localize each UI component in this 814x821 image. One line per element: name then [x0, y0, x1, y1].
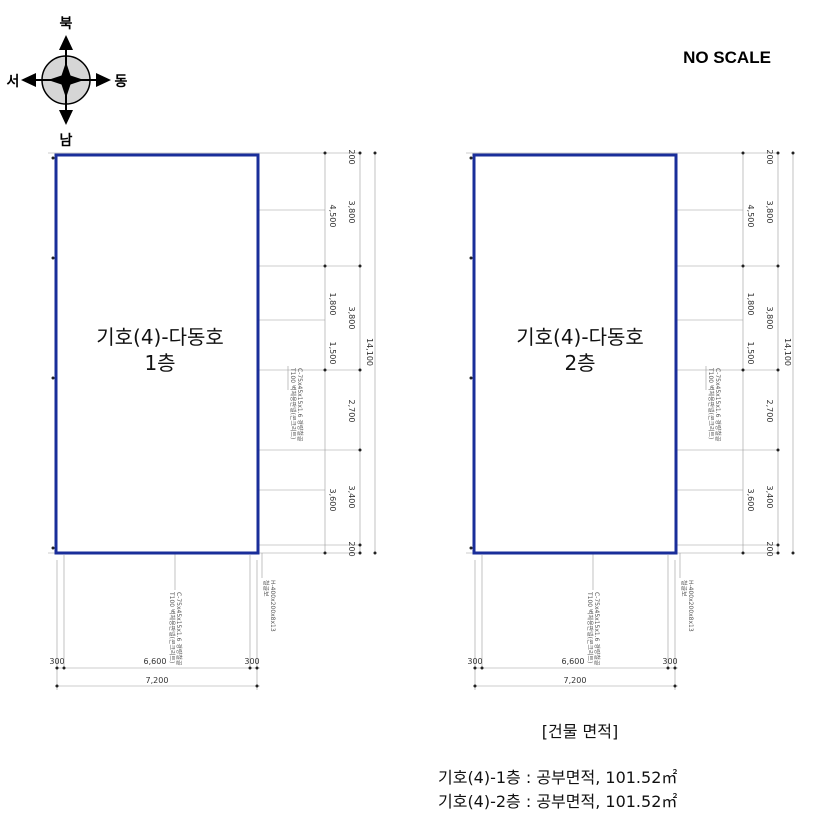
building-area-row-1f: 기호(4)-1층 : 공부면적, 101.52㎡ [438, 768, 677, 787]
plan-2-ticks [469, 151, 795, 688]
dim-label: 200 [765, 541, 774, 556]
material-note: T100 벽체용판넬(콘크리트) [707, 367, 715, 439]
scale-note: NO SCALE [683, 48, 771, 67]
dim-label: 300 [467, 657, 482, 666]
dim-label: 3,400 [765, 486, 774, 509]
plan-1-notes: T100 벽체용판넬(콘크리트) C-75x45x15x1.6 경량철골 C-7… [168, 367, 304, 666]
building-area-header: [건물 면적] [542, 722, 618, 741]
dim-label: 6,600 [144, 657, 167, 666]
plan-1-bottom-dims: 300 6,600 300 7,200 [49, 657, 259, 685]
dim-label: 300 [662, 657, 677, 666]
compass-south-label: 남 [60, 132, 73, 149]
dim-label: 300 [49, 657, 64, 666]
material-note: T100 벽체용판넬(콘크리트) [586, 591, 594, 663]
dim-total-vertical: 14,100 [365, 338, 374, 366]
dim-label: 4,500 [746, 205, 755, 228]
material-note: T100 벽체용판넬(콘크리트) [289, 367, 297, 439]
dim-total-vertical: 14,100 [783, 338, 792, 366]
plan-2-right-dims: 200 3,800 3,800 2,700 3,400 200 4,500 1,… [746, 149, 792, 556]
dim-label: 200 [765, 149, 774, 164]
south-arrow-icon [59, 110, 73, 125]
dim-label: 3,800 [347, 307, 356, 330]
building-outline-1f [54, 153, 260, 555]
compass-rose: 북 남 서 동 [7, 16, 128, 149]
plan-1-dim-lines [48, 152, 376, 690]
floor-plan-2: 기호(4)-다동호 2층 200 3,800 3,800 2,700 3,400… [466, 149, 795, 690]
compass-west-label: 서 [7, 74, 20, 90]
compass-star-h-icon [48, 74, 84, 86]
dim-label: 3,800 [765, 201, 774, 224]
dim-label: 1,500 [746, 342, 755, 365]
plan-1-right-dims: 200 3,800 3,800 2,700 3,400 200 4,500 1,… [328, 149, 374, 556]
dim-label: 3,600 [328, 489, 337, 512]
dim-label: 200 [347, 149, 356, 164]
dim-label: 3,400 [347, 486, 356, 509]
dim-label: 2,700 [765, 400, 774, 423]
dim-label: 1,500 [328, 342, 337, 365]
north-arrow-icon [59, 35, 73, 50]
plan-2-dim-lines [466, 152, 794, 690]
plan-2-bottom-dims: 300 6,600 300 7,200 [467, 657, 677, 685]
dim-label: 3,800 [347, 201, 356, 224]
material-note: 철골보 [262, 580, 270, 597]
plan-2-notes: T100 벽체용판넬(콘크리트) C-75x45x15x1.6 경량철골 C-7… [586, 367, 722, 666]
plan-1-title-line1: 기호(4)-다동호 [96, 325, 224, 349]
material-note: T100 벽체용판넬(콘크리트) [168, 591, 176, 663]
material-note: H-400x200x8x13 [269, 580, 276, 632]
building-area-section: [건물 면적] 기호(4)-1층 : 공부면적, 101.52㎡ 기호(4)-2… [438, 722, 677, 811]
dim-label: 3,600 [746, 489, 755, 512]
dim-total-horizontal: 7,200 [564, 676, 587, 685]
dim-label: 4,500 [328, 205, 337, 228]
east-arrow-icon [96, 73, 111, 87]
material-note: C-75x45x15x1.6 경량철골 [593, 592, 601, 666]
dim-label: 3,800 [765, 307, 774, 330]
floor-plan-1: 기호(4)-다동호 1층 200 3,800 3,800 2,700 3,400… [48, 149, 377, 690]
material-note: 철골보 [680, 580, 688, 597]
material-note: H-400x200x8x13 [687, 580, 694, 632]
dim-label: 6,600 [562, 657, 585, 666]
dim-label: 2,700 [347, 400, 356, 423]
dim-label: 1,800 [746, 293, 755, 316]
building-area-row-2f: 기호(4)-2층 : 공부면적, 101.52㎡ [438, 792, 677, 811]
material-note: C-75x45x15x1.6 경량철골 [296, 368, 304, 442]
building-outline-2f [472, 153, 678, 555]
plan-1-ticks [51, 151, 377, 688]
dim-label: 1,800 [328, 293, 337, 316]
plan-2-title-line2: 2층 [564, 351, 595, 375]
west-arrow-icon [21, 73, 36, 87]
material-note: C-75x45x15x1.6 경량철골 [175, 592, 183, 666]
dim-label: 300 [244, 657, 259, 666]
plan-1-title-line2: 1층 [144, 351, 175, 375]
compass-north-label: 북 [60, 16, 73, 32]
dim-total-horizontal: 7,200 [146, 676, 169, 685]
dim-label: 200 [347, 541, 356, 556]
plan-2-title-line1: 기호(4)-다동호 [516, 325, 644, 349]
material-note: C-75x45x15x1.6 경량철골 [714, 368, 722, 442]
compass-east-label: 동 [115, 74, 128, 90]
